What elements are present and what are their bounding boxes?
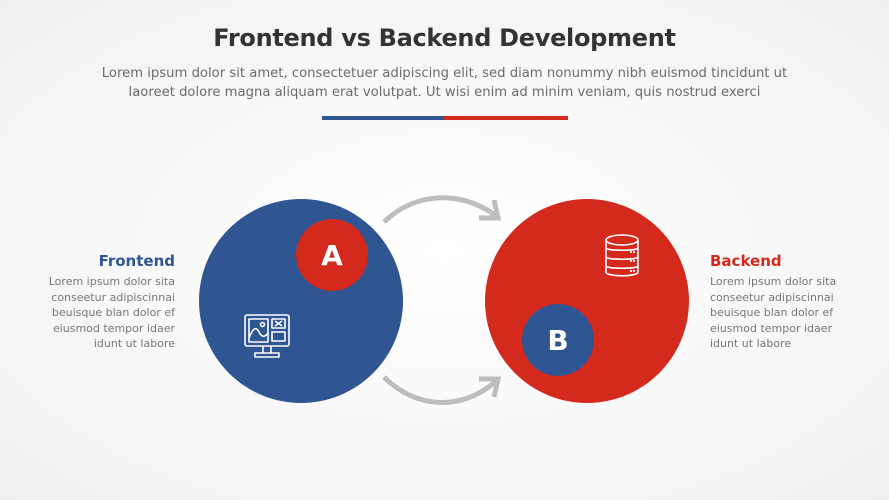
curved-arrow-bottom-icon bbox=[382, 375, 502, 405]
badge-b: B bbox=[522, 304, 594, 376]
subtitle-line-2: laoreet dolore magna aliquam erat volutp… bbox=[128, 85, 761, 100]
database-server-icon bbox=[605, 234, 639, 277]
frontend-text-line: beuisque blan dolor ef bbox=[51, 306, 175, 319]
divider-blue bbox=[322, 116, 444, 120]
badge-a: A bbox=[296, 219, 368, 291]
frontend-circle bbox=[199, 199, 403, 403]
backend-text-line: Lorem ipsum dolor sita bbox=[710, 275, 837, 288]
backend-text-line: beuisque blan dolor ef bbox=[710, 306, 834, 319]
page-subtitle: Lorem ipsum dolor sit amet, consectetuer… bbox=[50, 64, 839, 102]
monitor-design-icon bbox=[244, 314, 290, 358]
frontend-text-line: conseetur adipiscinnai bbox=[51, 290, 175, 304]
frontend-text-line: Lorem ipsum dolor sita bbox=[48, 275, 175, 288]
backend-circle bbox=[485, 199, 689, 403]
frontend-description: Lorem ipsum dolor sita conseetur adipisc… bbox=[25, 274, 175, 352]
backend-text-line: conseetur adipiscinnai bbox=[710, 290, 834, 304]
backend-description: Lorem ipsum dolor sita conseetur adipisc… bbox=[710, 274, 860, 352]
frontend-text-line: eiusmod tempor idaer bbox=[52, 321, 175, 335]
backend-text-line: idunt ut labore bbox=[710, 337, 792, 350]
divider-red bbox=[444, 116, 568, 120]
backend-text-line: eiusmod tempor idaer bbox=[710, 321, 833, 335]
subtitle-line-1: Lorem ipsum dolor sit amet, consectetuer… bbox=[101, 66, 788, 81]
curved-arrow-top-icon bbox=[382, 195, 502, 224]
frontend-title: Frontend bbox=[98, 252, 175, 270]
frontend-text-line: idunt ut labore bbox=[93, 337, 175, 350]
backend-title: Backend bbox=[710, 252, 782, 270]
page-title: Frontend vs Backend Development bbox=[213, 24, 676, 52]
